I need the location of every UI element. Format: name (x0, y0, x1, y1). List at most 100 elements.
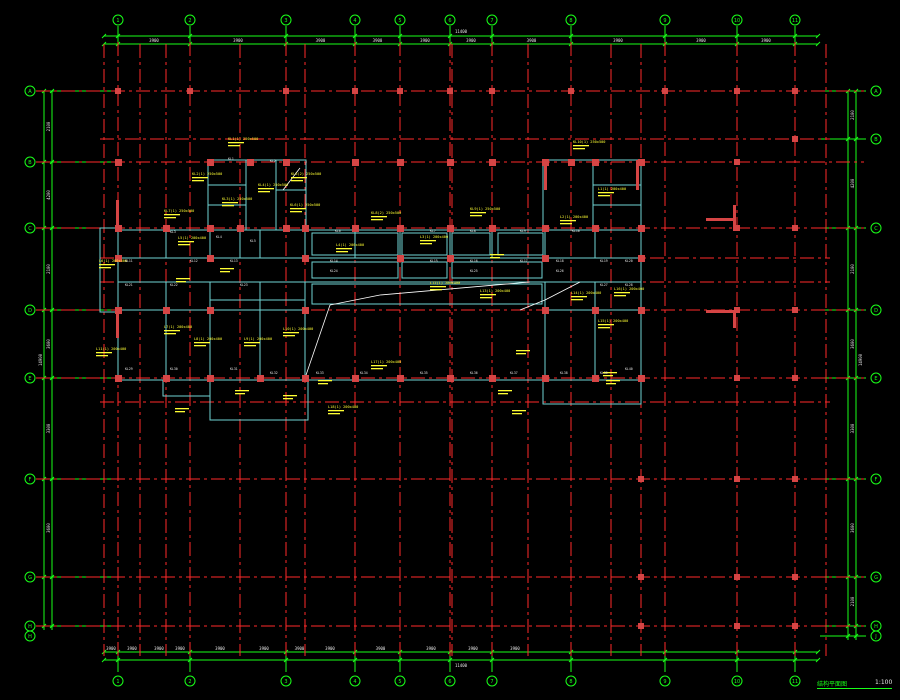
dim-tick (49, 225, 55, 231)
column (542, 255, 549, 262)
wall-outline (542, 159, 642, 231)
stair-line (544, 281, 581, 301)
beam-note: L17(1) 200x400 (371, 360, 401, 364)
column (247, 159, 254, 166)
beam-note-line (371, 365, 387, 367)
beam-note-line (175, 408, 189, 410)
beam-note-line (516, 350, 530, 352)
column (542, 225, 549, 232)
axis-top-circle (349, 14, 361, 26)
beam-tag: KL12 (190, 259, 198, 263)
dimension-text: 3900 (420, 38, 430, 43)
axis-top-label: 5 (398, 18, 401, 24)
stair-line (304, 304, 331, 379)
axis-right-circle (870, 133, 882, 145)
dimension-text: 11400 (455, 29, 468, 34)
axis-top-circle (789, 14, 801, 26)
column (734, 225, 740, 231)
column (592, 375, 599, 382)
beam-note-line (244, 342, 260, 344)
beam-note-line (560, 223, 572, 225)
beam-note: KL5(2) 250x500 (291, 172, 321, 176)
beam-note-line (571, 296, 587, 298)
column (187, 88, 193, 94)
beam-tag: KL31 (230, 367, 238, 371)
beam-note-line (573, 148, 585, 150)
beam-tag: KL6 (335, 229, 341, 233)
axis-bottom-circle (280, 675, 292, 687)
beam-note-line (290, 211, 302, 213)
column (237, 225, 244, 232)
column (638, 255, 645, 262)
dimension-text: 2100 (850, 264, 855, 274)
dimension-text: 3600 (46, 339, 51, 349)
beam-note-line (614, 295, 626, 297)
axis-bottom-label: 4 (353, 679, 356, 685)
column (163, 375, 170, 382)
column (207, 375, 214, 382)
column (115, 375, 122, 382)
dimension-text: 3600 (850, 523, 855, 533)
beam-note: L5(1) 200x400 (178, 236, 206, 240)
column (592, 159, 599, 166)
column-wall-segment (116, 310, 119, 338)
column (447, 255, 454, 262)
dimension-text: 3900 (215, 646, 225, 651)
beam-note-line (470, 215, 482, 217)
beam-note-line (420, 240, 436, 242)
beam-tag: KL38 (560, 371, 568, 375)
axis-right-label: G (874, 575, 878, 581)
column (638, 307, 645, 314)
column (542, 375, 549, 382)
beam-tag: KL1 (228, 157, 234, 161)
stair-line (379, 281, 531, 296)
beam-note-line (290, 208, 306, 210)
column (734, 574, 740, 580)
column (283, 88, 289, 94)
axis-bottom-circle (112, 675, 124, 687)
axis-bubbles: 11223344556677889910101111ABCDEFGHHABCDE… (24, 14, 882, 687)
dimension-lines (36, 26, 866, 672)
beam-note-line (178, 244, 190, 246)
beam-note-line (328, 413, 340, 415)
beam-note-line (194, 342, 210, 344)
axis-bottom-circle (659, 675, 671, 687)
dim-tick (853, 633, 859, 639)
beam-note: L8(1) 200x400 (194, 337, 222, 341)
beam-note-line (228, 145, 240, 147)
beam-note-line (430, 289, 442, 291)
dimension-text: 3900 (325, 646, 335, 651)
beam-note-line (430, 286, 446, 288)
wall-outline (162, 379, 211, 397)
beam-note-line (96, 352, 112, 354)
beam-note-line (96, 355, 108, 357)
dim-tick (49, 307, 55, 313)
beam-note-line (573, 145, 589, 147)
beam-note: L11(1) 200x400 (96, 347, 126, 351)
dim-tick (49, 476, 55, 482)
column (638, 375, 645, 382)
axis-left-circle (24, 630, 36, 642)
stair-line (282, 167, 301, 191)
beam-tag: KL27 (600, 283, 608, 287)
dimension-text: 2100 (850, 596, 855, 606)
beam-note-line (235, 390, 249, 392)
beam-note: L2(1) 200x400 (560, 215, 588, 219)
beam-note: L16(1) 200x400 (614, 287, 644, 291)
axis-top-circle (565, 14, 577, 26)
dimension-text: 3900 (466, 38, 476, 43)
axis-bottom-label: 11 (792, 679, 798, 685)
dimension-text: 3900 (761, 38, 771, 43)
axis-left-label: E (28, 376, 31, 382)
column (447, 88, 453, 94)
wall-outline (451, 261, 543, 279)
dim-tick (734, 33, 740, 39)
dim-tick (283, 657, 289, 663)
column (283, 159, 290, 166)
dim-tick (662, 33, 668, 39)
dim-tick (283, 33, 289, 39)
column (397, 255, 404, 262)
beam-note-line (598, 324, 614, 326)
column (115, 255, 122, 262)
